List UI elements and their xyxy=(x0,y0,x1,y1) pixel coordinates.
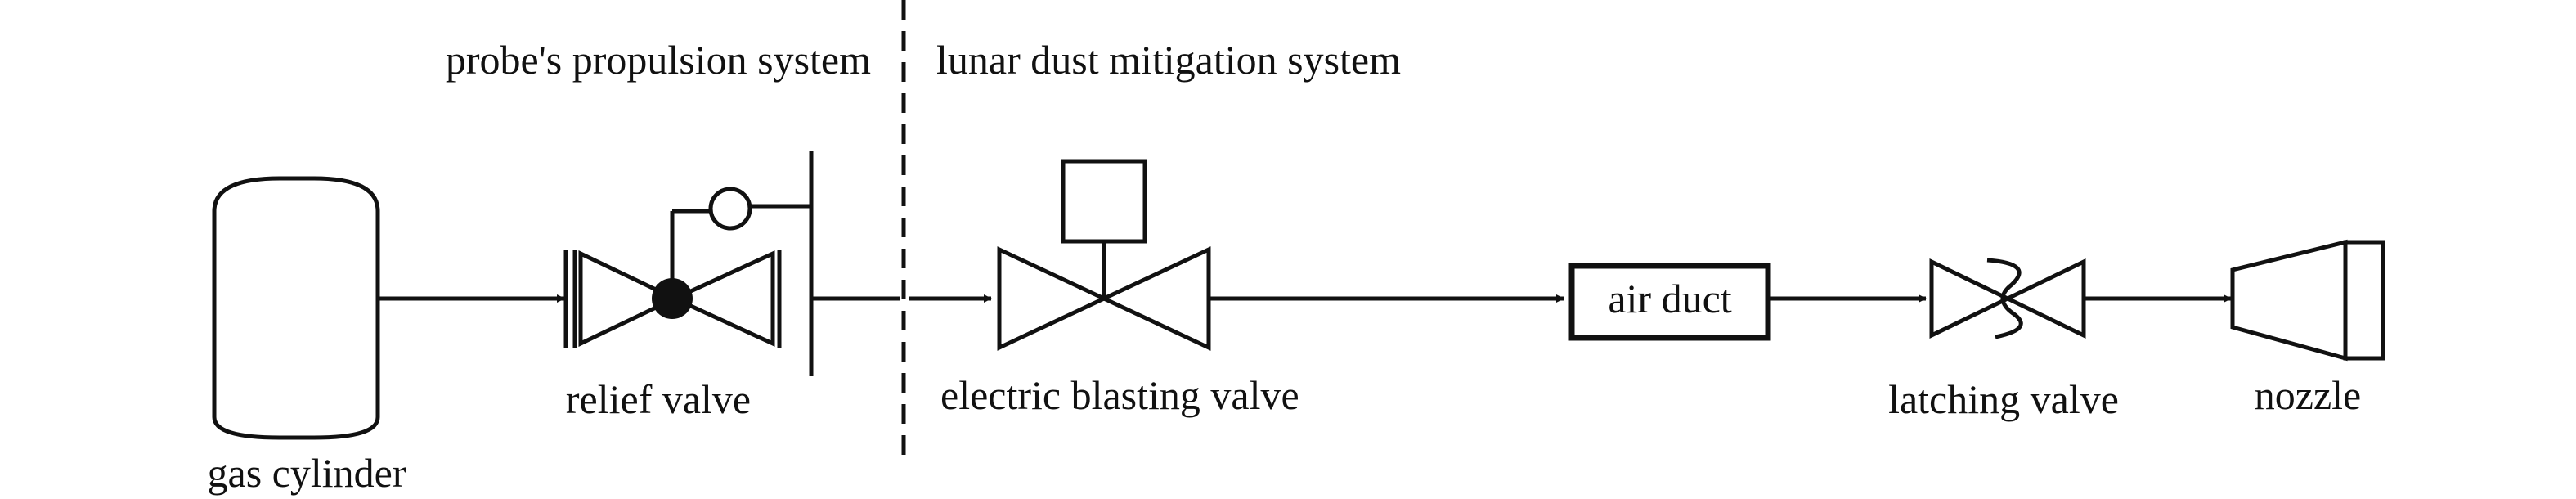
nozzle-label: nozzle xyxy=(2255,372,2361,418)
relief-valve-ball xyxy=(652,278,693,319)
electric-blasting-valve-label: electric blasting valve xyxy=(940,372,1299,418)
gas-cylinder-shape xyxy=(212,176,380,440)
latching-valve-label: latching valve xyxy=(1888,376,2119,422)
section-title-left: probe's propulsion system xyxy=(446,37,871,83)
section-title-right: lunar dust mitigation system xyxy=(936,37,1401,83)
nozzle-symbol xyxy=(2230,239,2385,362)
gas-cylinder-label: gas cylinder xyxy=(208,450,406,496)
relief-valve-label: relief valve xyxy=(566,376,751,422)
relief-valve-symbol xyxy=(563,187,811,348)
air-duct-box xyxy=(1568,263,1771,341)
latching-valve-symbol xyxy=(1929,258,2086,339)
electric-blasting-valve-symbol xyxy=(997,159,1211,351)
air-duct-label: air duct xyxy=(1608,276,1731,321)
